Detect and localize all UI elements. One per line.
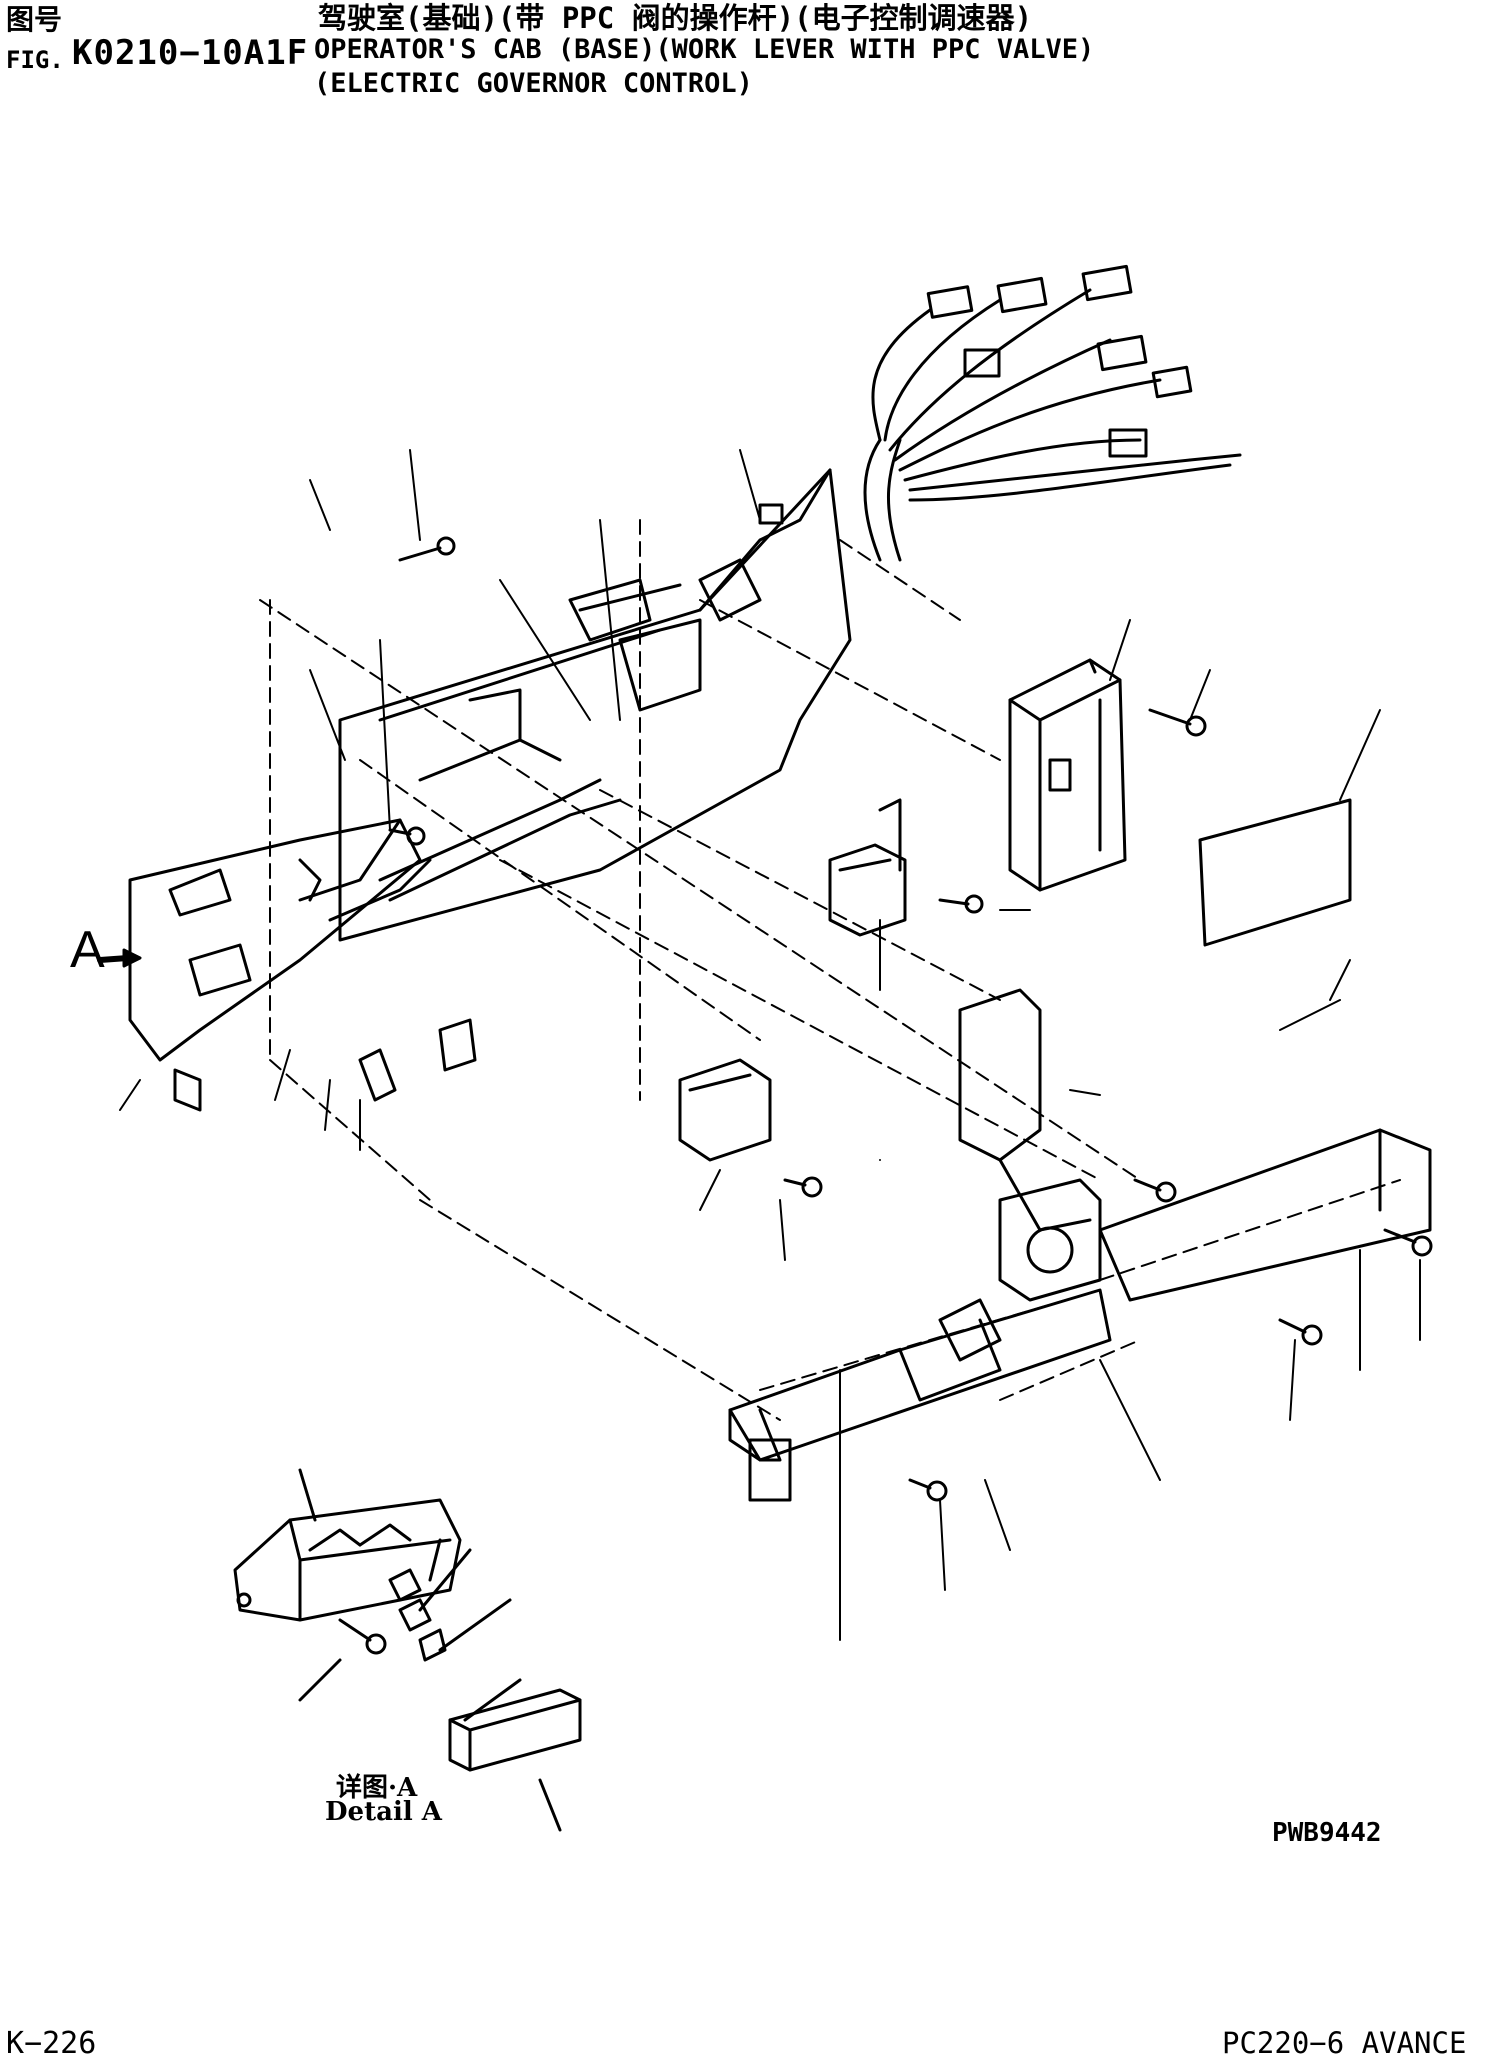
upper-frame-panel (338, 468, 852, 942)
bolts (338, 536, 1433, 1655)
controller-box (1008, 658, 1127, 892)
detail-a-connector-block (233, 1468, 582, 1832)
assembly-guide-lines (259, 519, 1401, 1421)
title-english-line2: (ELECTRIC GOVERNOR CONTROL) (314, 68, 753, 99)
title-english-line1: OPERATOR'S CAB (BASE)(WORK LEVER WITH PP… (314, 34, 1095, 65)
figure-number: K0210−10A1F (72, 33, 309, 73)
title-chinese: 驾驶室(基础)(带 PPC 阀的操作杆)(电子控制调速器) (318, 1, 1033, 35)
fig-label-en: FIG. (6, 46, 64, 74)
machine-model: PC220−6 AVANCE (1222, 2026, 1467, 2060)
relay-blocks (678, 798, 907, 1162)
drawing-number: PWB9442 (1272, 1818, 1382, 1848)
leader-lines (119, 449, 1421, 1641)
page-number: K−226 (6, 2026, 97, 2061)
detail-a-label-cn: 详图·A (336, 1773, 418, 1803)
left-console-switches (128, 778, 622, 1112)
caution-label-plate (1198, 798, 1352, 947)
detail-a-label-en: Detail A (325, 1797, 442, 1827)
air-duct-assembly (728, 988, 1432, 1502)
view-a-arrow (97, 948, 142, 968)
view-a-callout: A (70, 921, 105, 979)
wire-harness-bundle (863, 264, 1242, 562)
fig-label-cn: 图号 (6, 3, 63, 36)
